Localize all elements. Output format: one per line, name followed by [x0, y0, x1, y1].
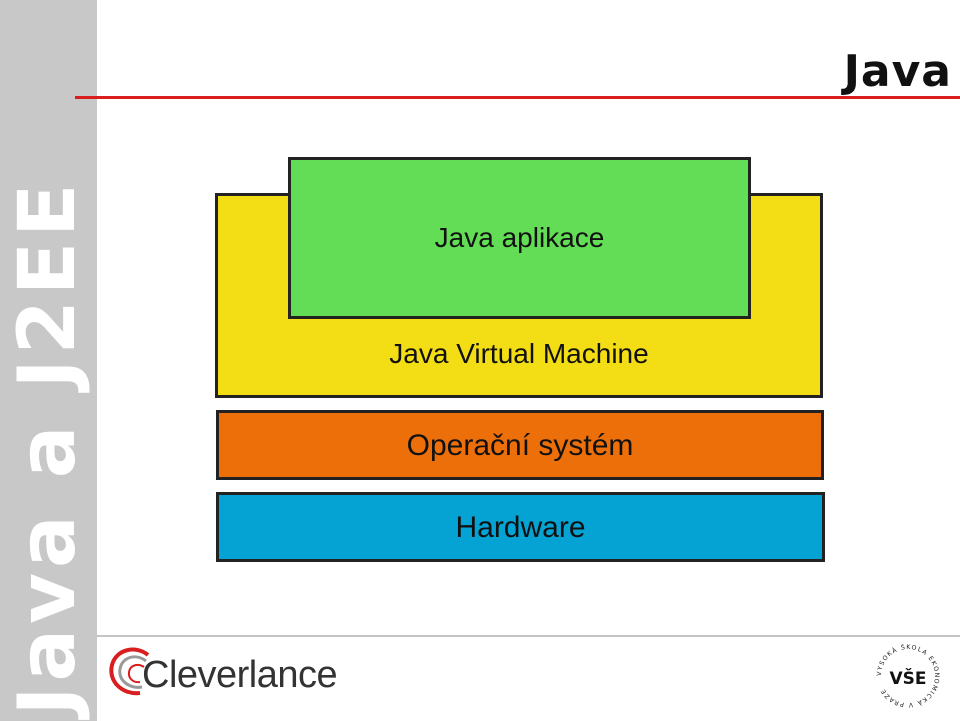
seal-monogram: VŠE: [889, 667, 926, 689]
hardware-layer-label: Hardware: [455, 511, 586, 544]
vse-seal-icon: VYSOKÁ ŠKOLA EKONOMICKÁ V PRAZE VŠE: [876, 642, 939, 708]
application-layer-label: Java aplikace: [434, 222, 605, 253]
os-layer: Operační systém: [216, 410, 824, 480]
cleverlance-logo-icon: [109, 647, 150, 696]
cleverlance-logo-text: Cleverlance: [142, 654, 338, 696]
title-underline: [75, 96, 960, 99]
page-title: Java: [843, 46, 952, 97]
os-layer-label: Operační systém: [406, 429, 634, 462]
sidebar-title: Java a J2EE: [3, 178, 93, 716]
application-layer: Java aplikace: [288, 157, 751, 319]
footer-divider: [97, 635, 960, 637]
hardware-layer: Hardware: [216, 492, 825, 562]
jvm-layer-label: Java Virtual Machine: [389, 338, 649, 369]
sidebar-banner: Java a J2EE: [0, 0, 97, 721]
